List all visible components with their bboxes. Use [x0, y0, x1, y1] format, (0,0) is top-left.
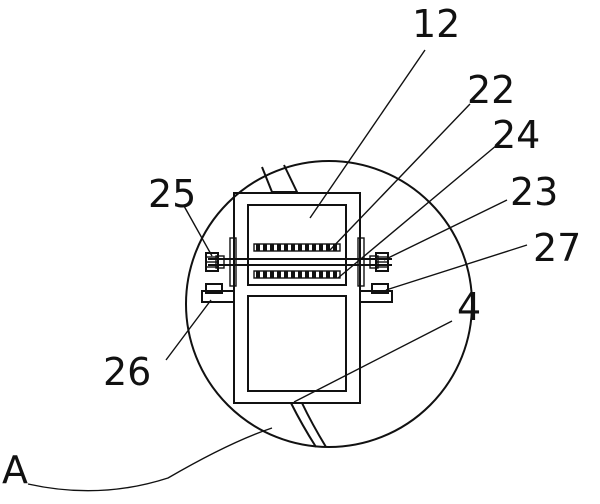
- gear-tooth: [305, 271, 309, 278]
- outer-frame: [233, 192, 361, 404]
- gear-tooth: [256, 244, 260, 251]
- left-support-block: [201, 283, 235, 303]
- leader-22: [329, 103, 471, 251]
- lower-gear-row: [253, 270, 341, 279]
- left-guide-plate: [229, 237, 237, 287]
- right-bearing-assembly: [369, 252, 389, 272]
- reference-numerals: 12 22 24 23 25 27 4 26 A: [2, 2, 581, 492]
- gear-tooth: [291, 244, 295, 251]
- label-24: 24: [492, 113, 540, 157]
- gear-tooth: [284, 244, 288, 251]
- gear-tooth: [305, 244, 309, 251]
- leader-A: [27, 427, 273, 492]
- leader-4: [293, 320, 453, 403]
- label-23: 23: [510, 170, 558, 214]
- detail-circle: [185, 160, 473, 448]
- gear-tooth: [277, 244, 281, 251]
- gear-tooth: [326, 244, 330, 251]
- label-26: 26: [103, 350, 151, 394]
- gear-tooth: [319, 244, 323, 251]
- gear-tooth: [270, 271, 274, 278]
- leader-25: [183, 205, 213, 257]
- left-bearing-assembly: [205, 252, 225, 272]
- gear-tooth: [333, 244, 337, 251]
- gear-tooth: [333, 271, 337, 278]
- leader-lines: [27, 49, 528, 492]
- upper-gear-row: [253, 243, 341, 252]
- label-22: 22: [467, 68, 515, 112]
- upper-compartment: [247, 204, 347, 286]
- label-A: A: [2, 448, 28, 492]
- gear-tooth: [291, 271, 295, 278]
- leader-12: [309, 49, 426, 219]
- gear-tooth: [319, 271, 323, 278]
- gear-tooth: [270, 244, 274, 251]
- gear-tooth: [298, 271, 302, 278]
- right-support-block: [359, 283, 393, 303]
- leader-24: [337, 144, 498, 279]
- leader-27: [385, 244, 528, 291]
- lower-compartment: [247, 295, 347, 392]
- label-12: 12: [412, 2, 460, 46]
- gear-tooth: [277, 271, 281, 278]
- gear-tooth: [263, 244, 267, 251]
- gear-tooth: [263, 271, 267, 278]
- gear-tooth: [312, 244, 316, 251]
- gear-tooth: [284, 271, 288, 278]
- gear-tooth: [326, 271, 330, 278]
- gear-tooth: [312, 271, 316, 278]
- pipe-left-edge: [290, 402, 317, 448]
- label-27: 27: [533, 226, 581, 270]
- gear-tooth: [256, 271, 260, 278]
- label-4: 4: [457, 285, 481, 329]
- pipe-right-edge: [301, 402, 327, 448]
- gear-tooth: [298, 244, 302, 251]
- leader-23: [383, 199, 508, 261]
- leader-26: [165, 299, 212, 361]
- label-25: 25: [148, 172, 196, 216]
